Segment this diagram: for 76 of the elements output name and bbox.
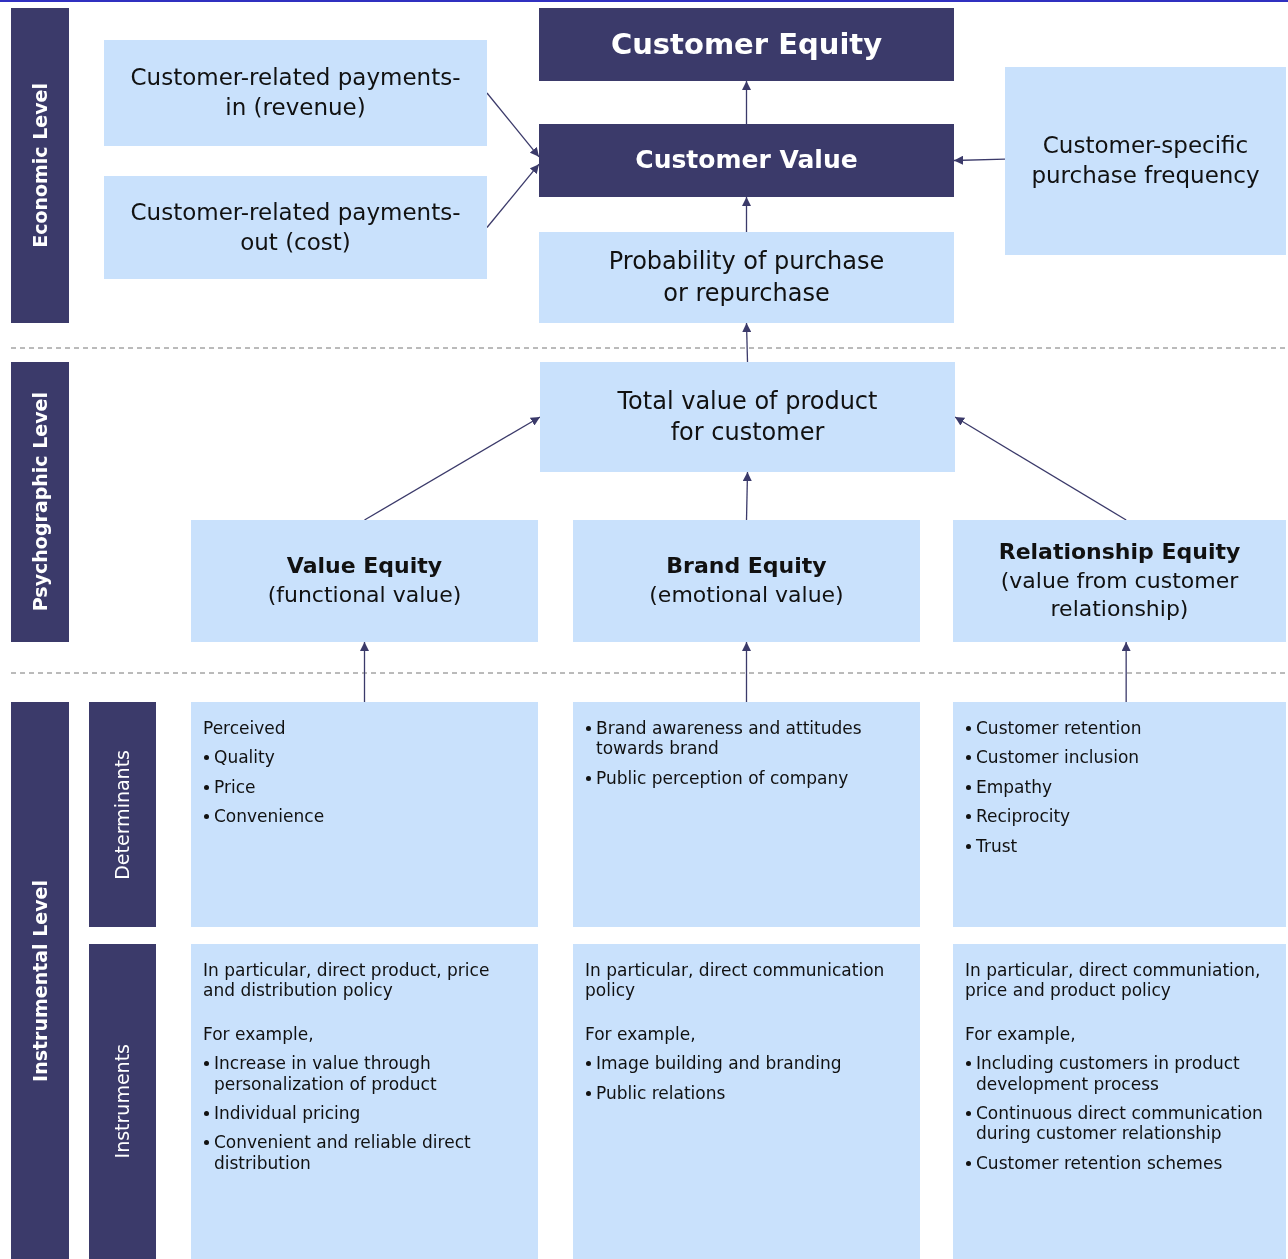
process-box xyxy=(573,520,920,642)
node-text: (functional value) xyxy=(267,581,462,609)
node-text: Total value of product for customer xyxy=(616,385,879,448)
arrow xyxy=(741,80,752,125)
process-box xyxy=(573,702,920,927)
bullet-item: Including customers in product development process xyxy=(976,1053,1240,1094)
process-box xyxy=(953,702,1286,927)
node-text: (value from customer relationship) xyxy=(999,566,1240,624)
node-title: Brand Equity xyxy=(666,552,827,581)
level-label: Instrumental Level xyxy=(27,879,52,1082)
node-title: Relationship Equity xyxy=(998,538,1241,567)
node-text: In particular, direct communication policy xyxy=(585,960,886,1001)
node-text: Customer Value xyxy=(635,144,858,177)
node-text: In particular, direct communiation, price and product policy xyxy=(965,960,1262,1001)
level-label: Instruments xyxy=(110,1044,135,1159)
arrow xyxy=(363,416,541,521)
bullet-item: Customer retention schemes xyxy=(976,1152,1223,1173)
arrow xyxy=(1121,641,1131,703)
node-text: For example, xyxy=(965,1023,1077,1045)
node-title: Value Equity xyxy=(286,552,443,581)
bullet-item: Individual pricing xyxy=(214,1102,361,1123)
process-box xyxy=(191,944,538,1259)
level-label: Economic Level xyxy=(27,83,52,248)
bullet-item: Price xyxy=(214,776,256,797)
bullet-item: Public relations xyxy=(596,1082,726,1103)
process-box xyxy=(1005,67,1286,255)
process-box xyxy=(539,232,954,323)
process-box xyxy=(104,40,487,146)
process-box xyxy=(191,520,538,642)
process-box xyxy=(953,520,1286,642)
node-text: Probability of purchase or repurchase xyxy=(607,246,886,309)
node-text: For example, xyxy=(585,1023,697,1045)
node-text: For example, xyxy=(203,1023,315,1045)
bullet-item: Brand awareness and attitudes towards brand xyxy=(596,718,862,759)
bullet-item: Public perception of company xyxy=(596,767,849,788)
level-label: Psychographic Level xyxy=(27,392,52,612)
bullet-item: Trust xyxy=(976,835,1018,856)
arrow xyxy=(742,471,752,521)
process-box xyxy=(539,124,954,197)
arrow xyxy=(486,163,540,229)
level-band xyxy=(11,702,69,1259)
bullet-item: Quality xyxy=(214,747,275,768)
level-band xyxy=(89,702,156,927)
node-text: Customer-specific purchase frequency xyxy=(1030,131,1261,190)
process-box xyxy=(191,702,538,927)
arrow xyxy=(741,641,752,703)
bullet-item: Customer inclusion xyxy=(976,747,1140,768)
arrow xyxy=(742,322,752,363)
bullet-item: Empathy xyxy=(976,776,1052,797)
process-box xyxy=(573,944,920,1259)
process-box xyxy=(104,176,487,279)
bullet-item: Customer retention xyxy=(976,718,1142,738)
level-band xyxy=(89,944,156,1259)
process-box xyxy=(953,944,1286,1259)
process-box xyxy=(539,8,954,81)
level-band xyxy=(11,8,69,323)
node-text: Customer-related payments-in (revenue) xyxy=(129,63,462,122)
bullet-item: Reciprocity xyxy=(976,806,1071,827)
bullet-item: Image building and branding xyxy=(596,1053,842,1074)
node-text: Customer Equity xyxy=(610,25,883,63)
arrow xyxy=(741,196,752,233)
level-band xyxy=(11,362,69,642)
arrow xyxy=(953,155,1006,165)
bullet-item: Continuous direct communication during customer relationship xyxy=(976,1102,1263,1144)
node-text: Perceived xyxy=(203,718,287,739)
arrow xyxy=(954,416,1127,521)
bullet-item: Increase in value through personalization of product xyxy=(214,1053,437,1094)
level-label: Determinants xyxy=(110,749,135,880)
process-box xyxy=(540,362,955,472)
node-text: Customer-related payments-out (cost) xyxy=(129,197,462,257)
bullet-item: Convenient and reliable direct distribution xyxy=(214,1132,471,1173)
arrow xyxy=(486,92,540,158)
bullet-item: Convenience xyxy=(214,806,325,827)
arrow xyxy=(359,641,370,703)
node-text: (emotional value) xyxy=(649,581,844,609)
node-text: In particular, direct product, price and distribution policy xyxy=(203,960,491,1001)
